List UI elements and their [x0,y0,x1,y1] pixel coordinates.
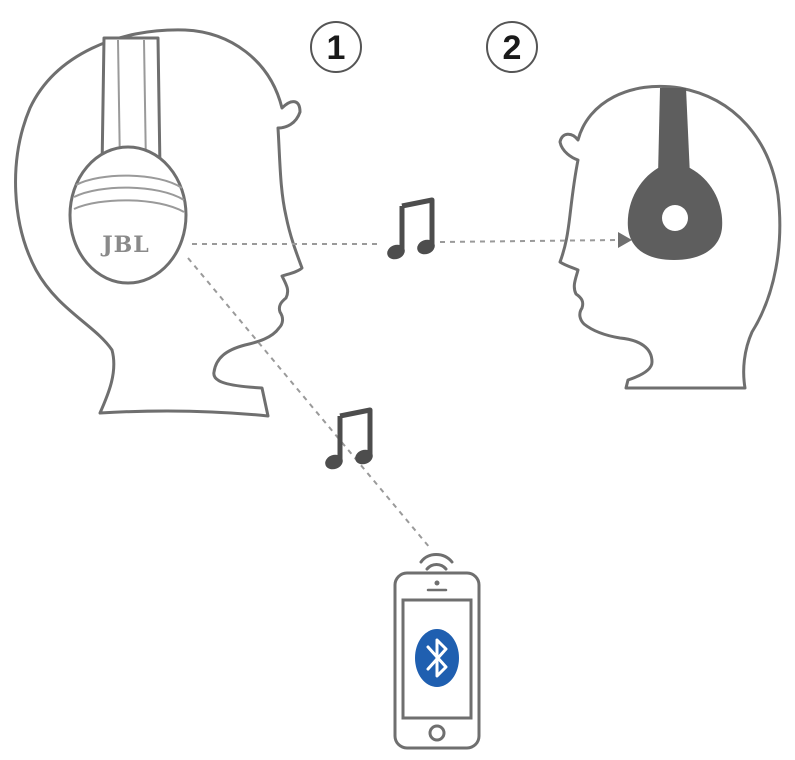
signal-line-from-phone [187,257,431,549]
right-head-outline [558,84,782,390]
wifi-signal-icon [419,553,454,564]
music-note-icon [387,197,435,260]
bluetooth-icon [415,629,459,687]
right-headband [658,88,690,176]
headphone-brand-label: JBL [100,232,149,258]
left-head-outline [14,28,304,418]
left-earcup-outer [68,145,188,285]
step-two-label: 2 [503,29,522,67]
signal-line-to-second-headphone-2 [439,239,619,243]
right-earcup-hole [662,205,688,231]
dark-headphone [627,88,723,260]
phone-home-button [428,724,446,742]
arrow-head [618,232,632,248]
smartphone [393,553,481,750]
jbl-headphone: JBL [68,36,188,285]
music-note-icon [325,407,373,470]
step-one-label: 1 [327,29,346,67]
step-two-badge: 2 [486,21,538,73]
step-one-badge: 1 [310,21,362,73]
